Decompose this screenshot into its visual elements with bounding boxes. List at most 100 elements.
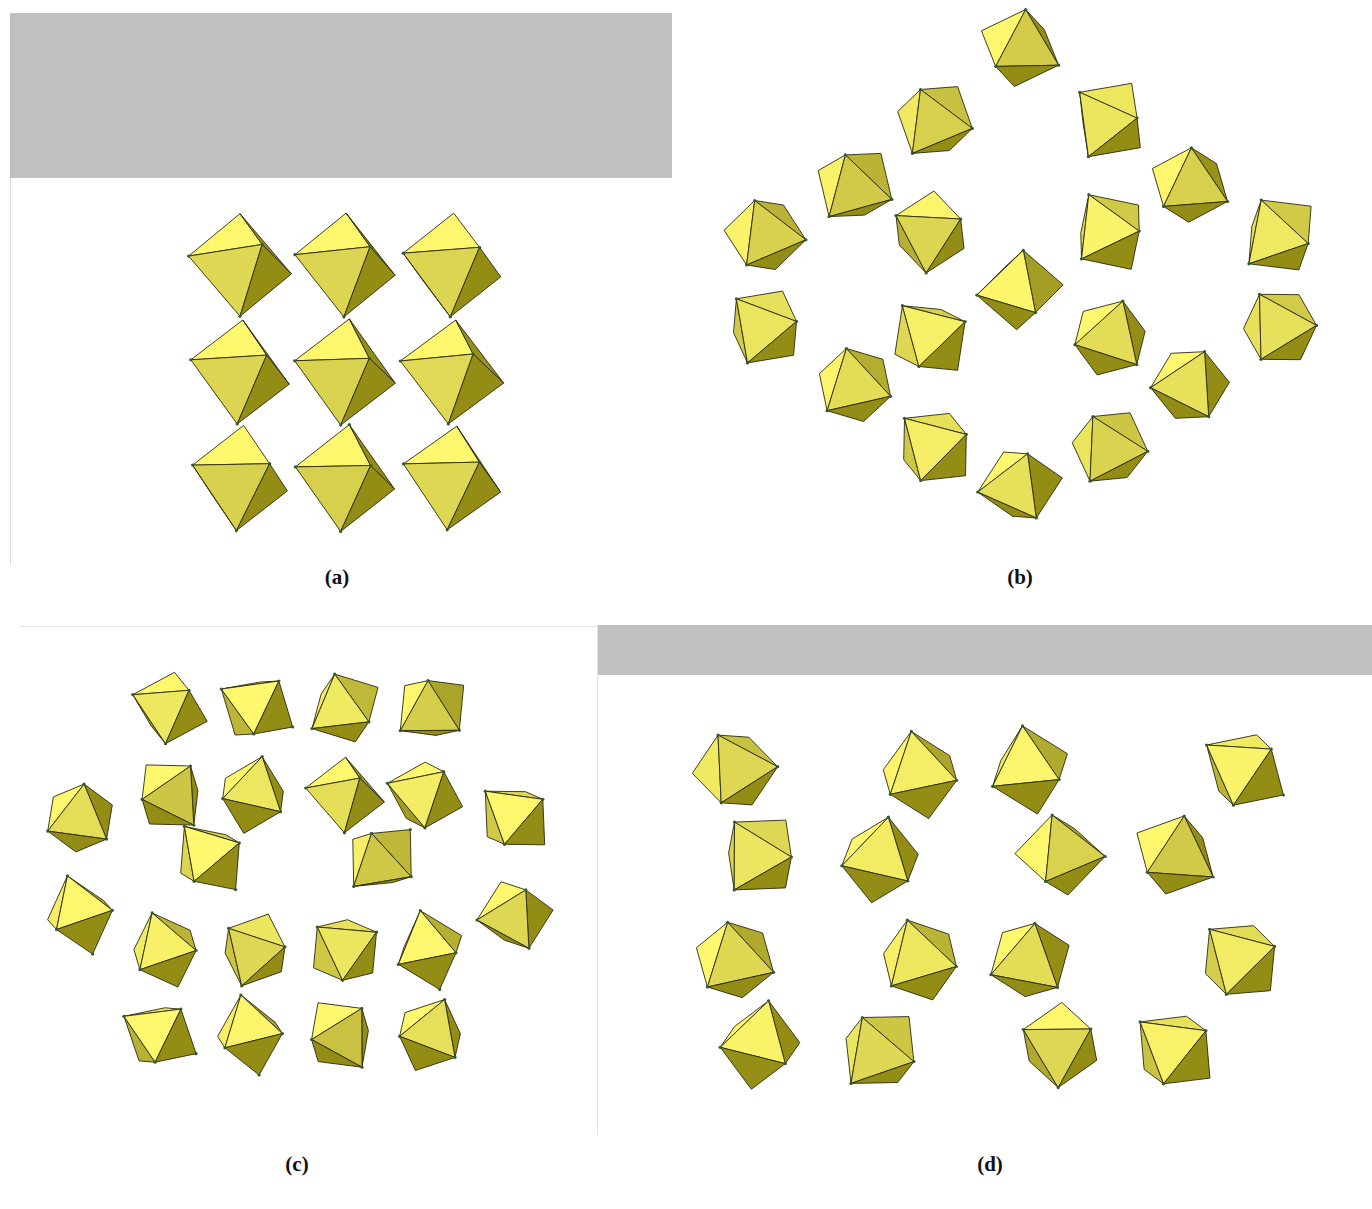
vertex-dot bbox=[458, 729, 461, 732]
vertex-dot bbox=[360, 1066, 363, 1069]
vertex-dot bbox=[339, 424, 342, 427]
vertex-dot bbox=[524, 888, 527, 891]
vertex-dot bbox=[261, 755, 264, 758]
vertex-dot bbox=[527, 947, 530, 950]
vertex-dot bbox=[375, 931, 378, 934]
vertex-dot bbox=[268, 462, 271, 465]
vertex-dot bbox=[1035, 516, 1038, 519]
octahedron-face bbox=[1244, 294, 1262, 359]
vertex-dot bbox=[911, 152, 914, 155]
vertex-dot bbox=[1232, 804, 1235, 807]
vertex-dot bbox=[917, 365, 920, 368]
vertex-dot bbox=[1212, 875, 1215, 878]
vertex-dot bbox=[138, 968, 141, 971]
vertex-dot bbox=[240, 984, 243, 987]
octahedron-face bbox=[747, 240, 806, 270]
vertex-dot bbox=[195, 949, 198, 952]
panel-border bbox=[10, 178, 11, 565]
octahedron-face bbox=[977, 295, 1036, 330]
vertex-dot bbox=[955, 779, 958, 782]
vertex-dot bbox=[845, 347, 848, 350]
vertex-dot bbox=[164, 742, 167, 745]
vertex-dot bbox=[402, 252, 405, 255]
vertex-dot bbox=[343, 831, 346, 834]
octahedron-face bbox=[1249, 244, 1308, 270]
vertex-dot bbox=[484, 790, 487, 793]
vertex-dot bbox=[767, 999, 770, 1002]
octahedron-face bbox=[1164, 1031, 1210, 1084]
vertex-dot bbox=[279, 810, 282, 813]
vertex-dot bbox=[890, 984, 893, 987]
octahedron-face bbox=[993, 726, 1060, 786]
vertex-dot bbox=[1225, 993, 1228, 996]
octahedron-face bbox=[993, 780, 1060, 815]
vertex-dot bbox=[426, 679, 429, 682]
vertex-dot bbox=[1080, 257, 1083, 260]
grey-bar bbox=[10, 13, 672, 178]
vertex-dot bbox=[402, 462, 405, 465]
vertex-dot bbox=[719, 1046, 722, 1049]
vertex-dot bbox=[316, 925, 319, 928]
vertex-dot bbox=[844, 153, 847, 156]
octahedron-face bbox=[1058, 1029, 1097, 1088]
octahedron-face bbox=[996, 10, 1059, 67]
vertex-dot bbox=[1138, 230, 1141, 233]
vertex-dot bbox=[1307, 242, 1310, 245]
octahedron-face bbox=[919, 322, 965, 371]
vertex-dot bbox=[397, 963, 400, 966]
vertex-dot bbox=[234, 888, 237, 891]
vertex-dot bbox=[358, 777, 361, 780]
vertex-dot bbox=[828, 215, 831, 218]
vertex-dot bbox=[1091, 415, 1094, 418]
vertex-dot bbox=[1226, 200, 1229, 203]
vertex-dot bbox=[310, 1038, 313, 1041]
vertex-dot bbox=[745, 263, 748, 266]
octahedron-face bbox=[57, 910, 113, 954]
vertex-dot bbox=[187, 689, 190, 692]
vertex-dot bbox=[1022, 1028, 1025, 1031]
vertex-dot bbox=[1162, 205, 1165, 208]
octahedron-face bbox=[354, 877, 412, 887]
octahedron-face bbox=[403, 213, 479, 253]
vertex-dot bbox=[889, 793, 892, 796]
octahedron-face bbox=[155, 1009, 196, 1062]
vertex-dot bbox=[449, 315, 452, 318]
vertex-dot bbox=[221, 797, 224, 800]
octahedron-face bbox=[225, 1034, 283, 1075]
vertex-dot bbox=[910, 730, 913, 733]
vertex-dot bbox=[733, 888, 736, 891]
panel-label: (c) bbox=[285, 1152, 308, 1177]
vertex-dot bbox=[339, 530, 342, 533]
vertex-dot bbox=[304, 786, 307, 789]
octahedron-face bbox=[829, 155, 892, 217]
vertex-dot bbox=[46, 830, 49, 833]
octahedron-face bbox=[526, 890, 553, 948]
vertex-dot bbox=[141, 798, 144, 801]
octahedron-face bbox=[1090, 417, 1148, 482]
vertex-dot bbox=[772, 971, 775, 974]
vertex-dot bbox=[83, 783, 86, 786]
octahedron-face bbox=[1210, 929, 1275, 994]
vertex-dot bbox=[1044, 880, 1047, 883]
vertex-dot bbox=[1121, 300, 1124, 303]
octahedron-face bbox=[734, 822, 791, 890]
panel-label: (a) bbox=[325, 565, 350, 590]
vertex-dot bbox=[706, 985, 709, 988]
vertex-dot bbox=[342, 315, 345, 318]
octahedron-face bbox=[707, 972, 773, 997]
vertex-dot bbox=[293, 253, 296, 256]
vertex-dot bbox=[1203, 350, 1206, 353]
octahedron-face bbox=[343, 932, 377, 980]
vertex-dot bbox=[1190, 146, 1193, 149]
vertex-dot bbox=[1273, 945, 1276, 948]
vertex-dot bbox=[360, 1007, 363, 1010]
vertex-dot bbox=[1282, 793, 1285, 796]
vertex-dot bbox=[1204, 1029, 1207, 1032]
vertex-dot bbox=[1057, 1086, 1060, 1089]
octahedron-face bbox=[905, 418, 967, 480]
vertex-dot bbox=[154, 1061, 157, 1064]
vertex-dot bbox=[453, 1056, 456, 1059]
vertex-dot bbox=[294, 465, 297, 468]
vertex-dot bbox=[826, 409, 829, 412]
